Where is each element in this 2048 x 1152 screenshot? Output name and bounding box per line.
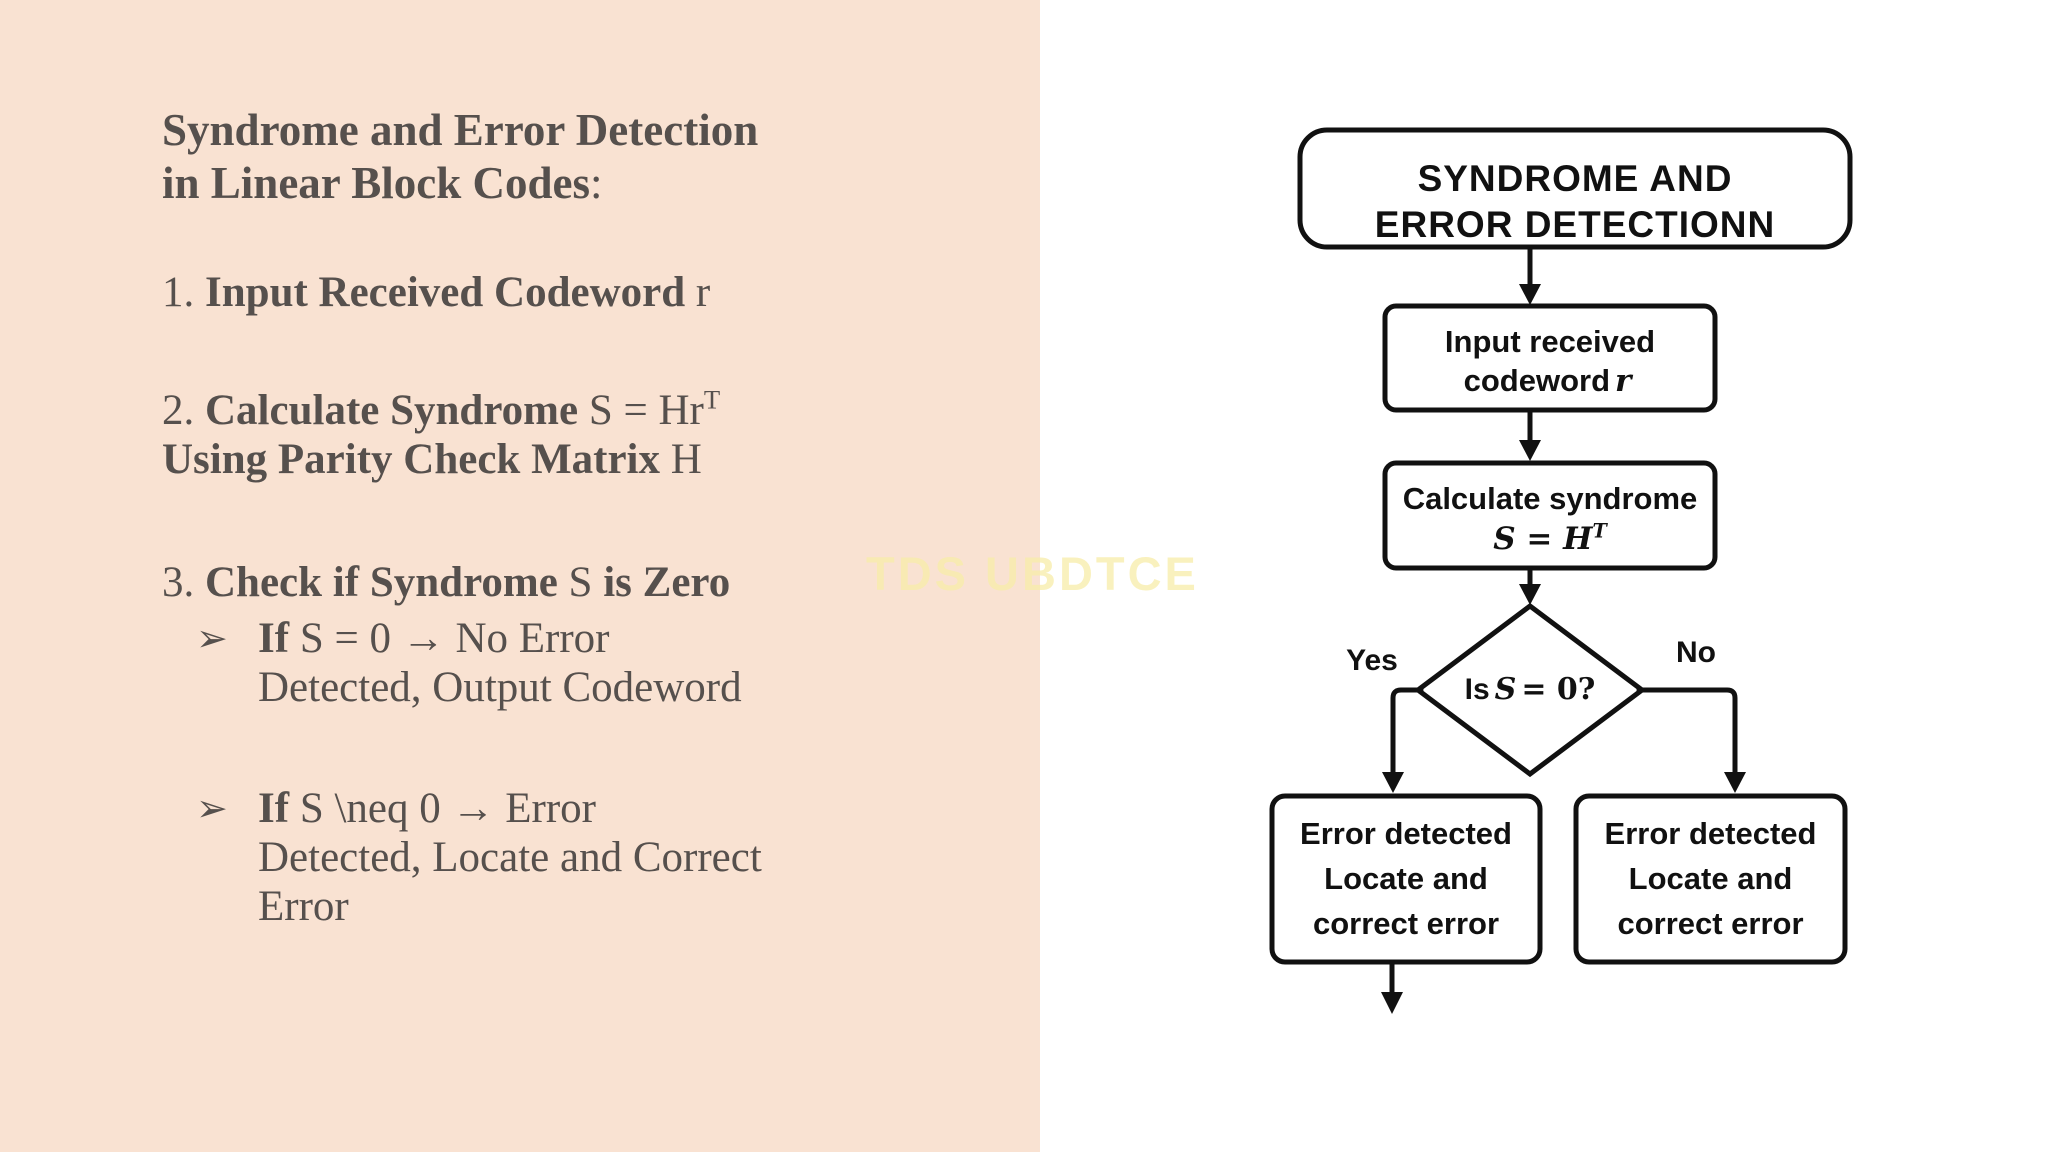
watermark-text: TDS UBDTCE bbox=[866, 547, 1199, 600]
arrowhead-icon bbox=[1519, 584, 1541, 605]
page-title-line1: Syndrome and Error Detection bbox=[162, 105, 759, 155]
flow-node-outcome-left bbox=[1269, 793, 1543, 965]
list-item-2: 2. Calculate Syndrome S = HrT Using Pari… bbox=[162, 386, 720, 484]
arrowhead-icon bbox=[1381, 992, 1403, 1014]
flow-calc-line1: Calculate syndrome bbox=[1402, 481, 1698, 516]
list-item-2-line2: Using Parity Check Matrix H bbox=[162, 436, 702, 483]
list-item-1: 1. Input Received Codeword r bbox=[162, 269, 711, 316]
arrowhead-icon bbox=[1382, 772, 1404, 793]
bullet-arrow-icon: ➢ bbox=[196, 616, 228, 660]
flow-title-line1: SYNDROME AND bbox=[1417, 158, 1733, 199]
flow-input-line1: Input received bbox=[1444, 324, 1656, 359]
page-title-line2: in Linear Block Codes: bbox=[162, 158, 603, 208]
bullet-2-line3: Error bbox=[258, 883, 349, 930]
outcome-right-line1: Error detected bbox=[1604, 816, 1817, 851]
wire-no-branch bbox=[1636, 687, 1738, 777]
bullet-1-line2: Detected, Output Codeword bbox=[258, 664, 742, 711]
page-title: Syndrome and Error Detection in Linear B… bbox=[162, 104, 758, 210]
arrowhead-icon bbox=[1724, 772, 1746, 793]
list-item-3: 3. Check if Syndrome S is Zero bbox=[162, 559, 731, 606]
arrowhead-icon bbox=[1519, 440, 1541, 461]
bullet-2-line1: If S \neq 0 → Error bbox=[258, 785, 596, 832]
bullet-arrow-icon: ➢ bbox=[196, 786, 228, 830]
yes-branch-label: Yes bbox=[1346, 644, 1398, 677]
flow-outcome-left-label: Error detected Locate and correct error bbox=[1272, 811, 1540, 946]
math-var-s: S bbox=[1494, 672, 1517, 707]
bullet-2-line2: Detected, Locate and Correct bbox=[258, 834, 762, 881]
outcome-left-line1: Error detected bbox=[1300, 816, 1512, 851]
bullet-item-2: If S \neq 0 → Error Detected, Locate and… bbox=[258, 784, 858, 931]
flow-title-line2: ERROR DETECTIONN bbox=[1374, 204, 1776, 245]
bullet-item-1: If S = 0 → No Error Detected, Output Cod… bbox=[258, 614, 858, 712]
flow-node-decision bbox=[1413, 602, 1647, 778]
wire-yes-branch bbox=[1390, 687, 1424, 777]
arrowhead-icon bbox=[1519, 284, 1541, 305]
no-branch-label: No bbox=[1676, 636, 1716, 669]
outcome-right-line2: Locate and bbox=[1628, 861, 1793, 896]
outcome-right-line3: correct error bbox=[1617, 906, 1804, 941]
flow-title-label: SYNDROME AND ERROR DETECTIONN bbox=[1300, 156, 1850, 248]
flow-node-input bbox=[1382, 303, 1718, 413]
outcome-left-line2: Locate and bbox=[1324, 861, 1488, 896]
flow-node-calc bbox=[1382, 460, 1718, 571]
math-var-r: r bbox=[1615, 363, 1632, 399]
bullet-1-line1: If S = 0 → No Error bbox=[258, 615, 610, 662]
outcome-left-line3: correct error bbox=[1312, 906, 1500, 941]
flow-node-title bbox=[1297, 127, 1853, 250]
flow-node-outcome-right bbox=[1573, 793, 1848, 965]
left-panel-background bbox=[0, 0, 1040, 1152]
flow-outcome-right-label: Error detected Locate and correct error bbox=[1576, 811, 1845, 946]
flow-calc-label: Calculate syndrome S = HT bbox=[1385, 479, 1715, 559]
list-item-2-line1: 2. Calculate Syndrome S = HrT bbox=[162, 384, 721, 434]
flow-calc-formula: S = HT bbox=[1493, 519, 1607, 557]
